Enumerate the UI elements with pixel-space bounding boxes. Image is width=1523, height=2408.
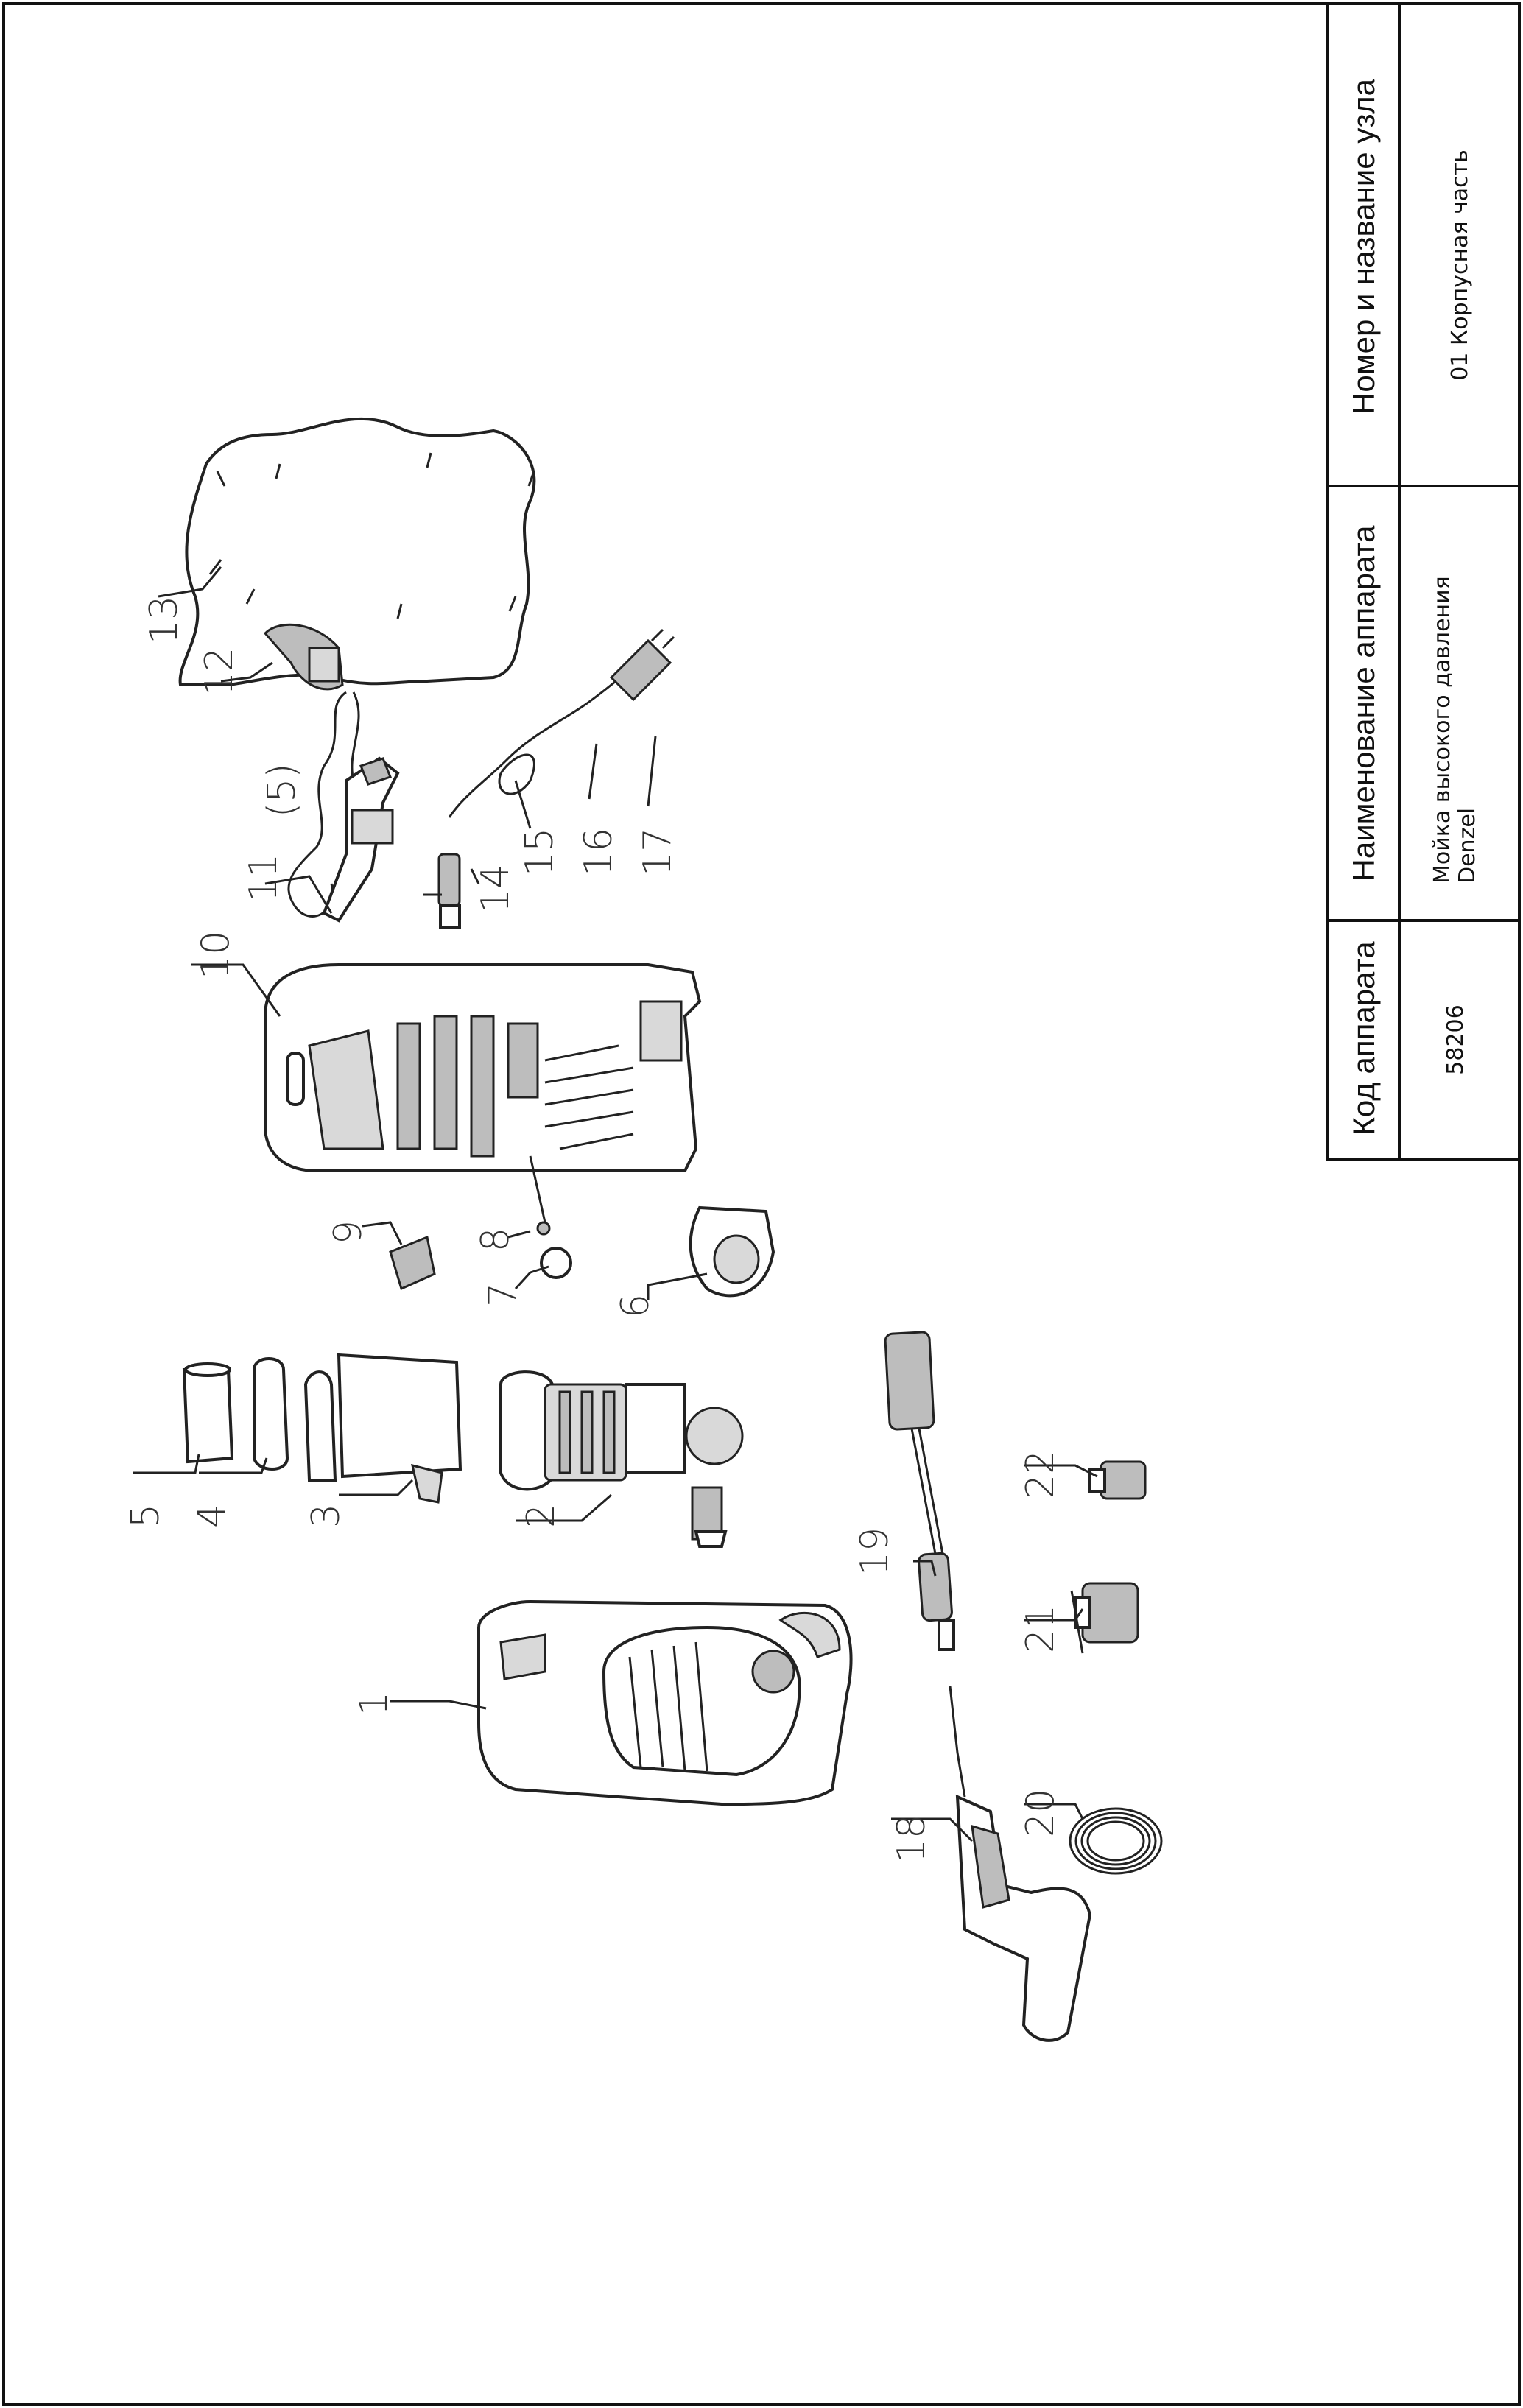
header-unit: Номер и название узла <box>1346 78 1381 415</box>
callout-5: 5 <box>124 1504 168 1528</box>
part-7-cap <box>540 1247 572 1279</box>
part-21-foam-nozzle <box>1070 1582 1139 1654</box>
callout-2: 2 <box>519 1504 563 1528</box>
callout-14: 14 <box>474 865 518 913</box>
part-4-ring <box>253 1357 289 1471</box>
part-13-back-panel <box>178 417 536 686</box>
callout-leaders <box>133 566 1098 1842</box>
title-block: Номер и название узла Наименование аппар… <box>1326 2 1521 1161</box>
part-2-motor-pump <box>499 1370 744 1548</box>
part-10-rear-housing <box>264 963 702 1172</box>
part-3-tank <box>303 1353 462 1504</box>
value-code: 58206 <box>1443 1004 1469 1074</box>
callout-4: 4 <box>190 1504 234 1528</box>
part-9-plate <box>389 1235 436 1291</box>
callout-17: 17 <box>636 828 680 876</box>
value-unit: 01 Корпусная часть <box>1447 149 1473 381</box>
part-18-gun <box>949 1686 1092 2042</box>
callout-1: 1 <box>352 1691 396 1716</box>
callout-3: 3 <box>304 1504 348 1528</box>
callout-13: 13 <box>142 596 186 644</box>
callout-19: 19 <box>853 1527 897 1576</box>
callout-16: 16 <box>577 828 621 876</box>
header-code: Код аппарата <box>1346 941 1381 1136</box>
callout-6: 6 <box>613 1294 658 1318</box>
callout-18: 18 <box>890 1814 934 1863</box>
header-name: Наименование аппарата <box>1346 525 1381 881</box>
callout-15: 15 <box>518 828 562 876</box>
callout-numbers: 1 2 3 4 5 6 7 8 9 10 11 (5) 12 13 14 15 … <box>124 596 1063 1863</box>
callout-9: 9 <box>326 1220 370 1245</box>
callout-20: 20 <box>1019 1789 1063 1837</box>
part-19-lance <box>884 1331 955 1651</box>
part-12-bracket <box>263 623 344 691</box>
callout-21: 21 <box>1019 1605 1063 1653</box>
callout-22: 22 <box>1019 1450 1063 1499</box>
part-17-power-cord <box>448 628 675 818</box>
value-name-line1: Мойка высокого давления <box>1429 576 1455 884</box>
part-5-cap <box>182 1362 234 1464</box>
part-11-clamp <box>322 756 400 923</box>
callout-5b: (5) <box>260 763 304 817</box>
part-6-flange <box>689 1205 775 1298</box>
callout-10: 10 <box>194 931 238 979</box>
value-name-line2: Denzel <box>1455 808 1480 884</box>
part-1-front-housing <box>477 1599 853 1806</box>
part-22-coupler <box>1088 1460 1147 1500</box>
part-14-switch <box>437 853 461 929</box>
callout-8: 8 <box>474 1228 518 1252</box>
part-8-valve <box>529 1155 551 1236</box>
callout-12: 12 <box>197 647 242 696</box>
callout-7: 7 <box>481 1283 525 1307</box>
part-5-wires <box>287 691 360 918</box>
part-20-hose <box>1069 1807 1163 1875</box>
callout-11: 11 <box>242 853 286 902</box>
